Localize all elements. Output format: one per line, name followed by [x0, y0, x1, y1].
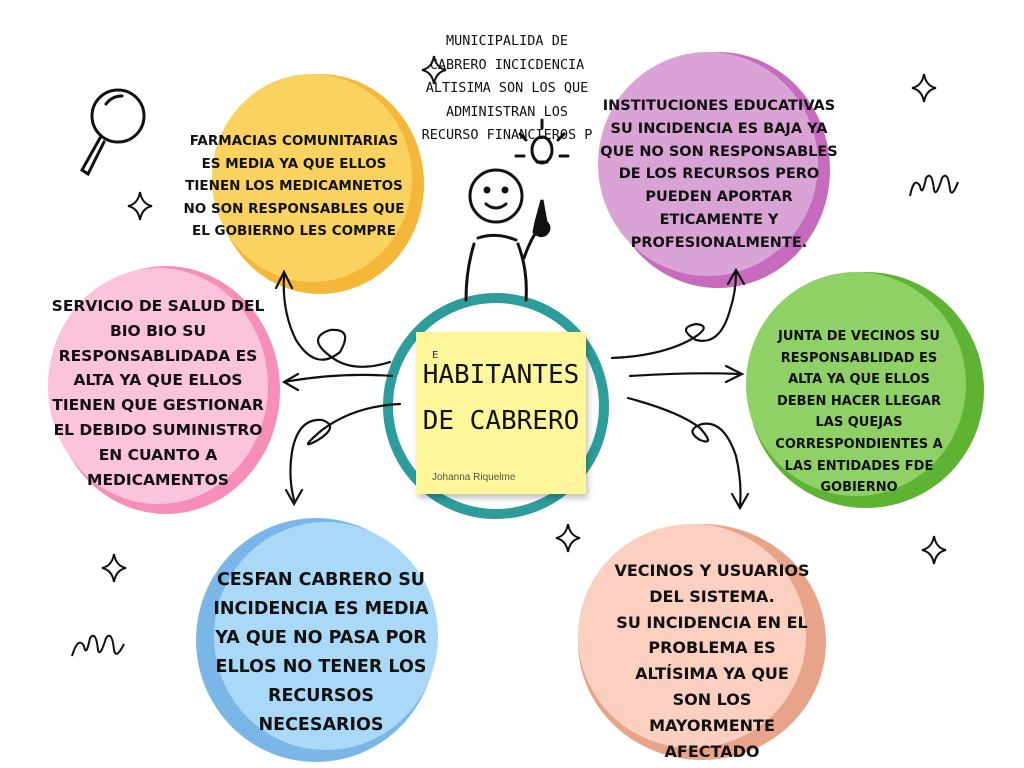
node-line: NECESARIOS — [258, 715, 384, 735]
node-line: ALTA YA QUE ELLOS — [788, 372, 930, 388]
node-line: SON LOS — [672, 689, 752, 709]
node-line: ES MEDIA YA QUE ELLOS — [201, 155, 387, 172]
node-line: EN CUANTO A — [98, 445, 218, 464]
squiggle-decoration — [909, 174, 959, 197]
node-line: LAS ENTIDADES FDE — [784, 458, 934, 474]
node-line: SU INCIDENCIA EN EL — [616, 612, 808, 632]
note-line: ALTISIMA SON LOS QUE — [425, 80, 589, 96]
green-blob — [746, 272, 984, 508]
node-line: SERVICIO DE SALUD DEL — [51, 297, 265, 315]
node-farmacias: FARMACIAS COMUNITARIAS ES MEDIA YA QUE E… — [174, 130, 414, 243]
purple-blob — [598, 52, 830, 288]
node-line: MAYORMENTE — [649, 715, 775, 735]
sparkle-icon — [921, 535, 947, 565]
node-line: GOBIERNO — [820, 480, 898, 496]
node-line: PROFESIONALMENTE. — [630, 234, 808, 251]
note-author: Johanna Riquelme — [432, 472, 516, 483]
sparkle-icon — [127, 191, 153, 221]
note-line: ADMINISTRAN LOS — [446, 103, 568, 120]
node-line: ALTÍSIMA YA QUE — [635, 664, 789, 684]
node-line: EL GOBIERNO LES COMPRE — [191, 223, 397, 239]
note-line: MUNICIPALIDA DE — [446, 33, 568, 49]
stick-figure-illustration — [464, 118, 570, 302]
sparkle-icon — [421, 55, 447, 85]
node-line: QUE NO SON RESPONSABLES — [600, 143, 838, 160]
node-line: PUEDEN APORTAR — [645, 189, 793, 206]
blue-blob — [196, 518, 438, 762]
node-line: NO SON RESPONSABLES QUE — [183, 200, 405, 217]
node-line: ELLOS NO TENER LOS — [215, 657, 427, 677]
node-line: LAS QUEJAS — [815, 415, 903, 431]
node-junta-vecinos: JUNTA DE VECINOS SU RESPONSABLIDAD ES AL… — [758, 326, 960, 499]
node-line: SU INCIDENCIA ES BAJA YA — [610, 120, 828, 137]
note-line: CABRERO INCICDENCIA — [429, 56, 585, 73]
node-line: RECURSOS — [267, 686, 375, 706]
node-line: YA QUE NO PASA POR — [215, 628, 427, 648]
node-line: ETICAMENTE Y — [659, 211, 779, 228]
node-vecinos-usuarios: VECINOS Y USUARIOS DEL SISTEMA. SU INCID… — [598, 558, 826, 764]
note-line: RECURSO FINANCIEROS P — [421, 127, 593, 143]
squiggle-decoration — [71, 634, 125, 657]
municipalidad-note: MUNICIPALIDA DE CABRERO INCICDENCIA ALTI… — [418, 30, 596, 148]
center-sticky-note — [416, 332, 586, 494]
node-line: MEDICAMENTOS — [87, 470, 229, 489]
pink-blob — [48, 266, 280, 514]
node-line: EL DEBIDO SUMINISTRO — [53, 420, 263, 439]
node-line: CORRESPONDIENTES A — [775, 436, 943, 452]
node-line: JUNTA DE VECINOS SU — [778, 329, 940, 344]
node-line: TIENEN LOS MEDICAMNETOS — [185, 178, 403, 194]
node-line: TIENEN QUE GESTIONAR — [52, 396, 264, 415]
node-line: RESPONSABLIDAD ES — [780, 350, 938, 366]
note-marker: E — [432, 350, 439, 361]
node-line: BIO BIO SU — [109, 321, 207, 340]
node-line: INSTITUCIONES EDUCATIVAS — [602, 98, 836, 114]
node-line: FARMACIAS COMUNITARIAS — [189, 133, 399, 149]
peach-blob — [578, 524, 826, 760]
node-cesfam: CESFAN CABRERO SU INCIDENCIA ES MEDIA YA… — [200, 566, 442, 740]
node-line: RESPONSABLIDADA ES — [58, 346, 258, 365]
yellow-blob — [212, 74, 424, 294]
node-line: INCIDENCIA ES MEDIA — [213, 599, 429, 619]
connector-arrows — [274, 267, 750, 511]
node-line: DE LOS RECURSOS PERO — [618, 166, 820, 183]
node-line: PROBLEMA ES — [648, 638, 776, 658]
center-title: HABITANTES DE CABRERO — [422, 360, 580, 436]
node-line: CESFAN CABRERO SU — [216, 570, 426, 590]
node-instituciones: INSTITUCIONES EDUCATIVAS SU INCIDENCIA E… — [592, 95, 846, 255]
node-line: DEL SISTEMA. — [649, 586, 775, 606]
node-line: DEBEN HACER LLEGAR — [777, 393, 941, 409]
node-line: VECINOS Y USUARIOS — [614, 561, 810, 580]
magnifier-icon — [80, 88, 146, 177]
node-line: ALTA YA QUE ELLOS — [73, 371, 243, 390]
sparkle-icon — [911, 73, 937, 103]
sparkle-icon — [555, 523, 581, 553]
node-line: AFECTADO — [664, 741, 760, 761]
node-servicio-salud: SERVICIO DE SALUD DEL BIO BIO SU RESPONS… — [40, 294, 276, 492]
sparkle-icon — [101, 553, 127, 583]
